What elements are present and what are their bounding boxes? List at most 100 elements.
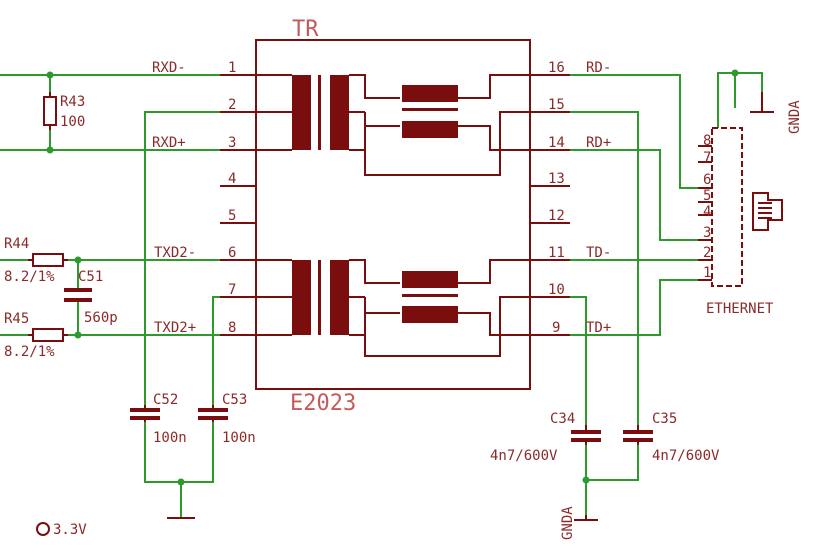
supply-3v3-label: 3.3V [53, 522, 87, 538]
junctions [46, 69, 739, 486]
lower-choke-top [402, 271, 458, 288]
supply-3v3: 3.3V [36, 522, 87, 538]
pin-number: 7 [228, 282, 236, 298]
transformer-outline [255, 39, 531, 390]
capacitor-c34: C34 4n7/600V [490, 411, 601, 464]
wires [0, 72, 763, 518]
junction-dot [46, 146, 54, 154]
resistor-r44: R44 8.2/1% [4, 236, 68, 285]
pin-number: 4 [228, 171, 236, 187]
pin-number: 3 [228, 135, 236, 151]
capacitor-c51: C51 560p [64, 269, 118, 326]
pin-number: 11 [548, 245, 565, 261]
wire-c34-gnd [585, 445, 639, 481]
lower-choke-bottom [402, 306, 458, 323]
net-label-rxd-minus: RXD- [152, 60, 186, 76]
junction-dot [177, 478, 185, 486]
r45-value: 8.2/1% [4, 344, 55, 360]
c34-name: C34 [550, 411, 575, 427]
c52-name: C52 [153, 392, 178, 408]
pin-number: 1 [228, 60, 236, 76]
r43-name: R43 [60, 94, 85, 110]
c51-value: 560p [84, 310, 118, 326]
c35-name: C35 [652, 411, 677, 427]
c51-plate-top [64, 288, 92, 292]
net-label-rd-minus: RD- [586, 60, 611, 76]
wire-shield-1 [717, 72, 763, 128]
connector-pin-label: 6 [703, 172, 711, 188]
connector-pin-label: 7 [703, 150, 711, 166]
c53-plate-top [198, 408, 228, 412]
c35-plate-top [623, 430, 653, 434]
pin-number: 15 [548, 97, 565, 113]
lower-choke-core [402, 294, 458, 297]
r44-body [32, 253, 64, 267]
upper-winding-primary [292, 75, 311, 150]
connector-pin-label: 4 [703, 204, 711, 220]
wire-pin7-c53 [212, 296, 240, 405]
junction-dot [582, 476, 590, 484]
pin-number: 5 [228, 208, 236, 224]
left-pin-labels: 1 2 3 4 5 6 7 8 RXD- RXD+ TXD2- TXD2+ [152, 60, 236, 336]
wire-pin10 [570, 296, 587, 425]
wire-td-plus [570, 279, 698, 336]
c53-name: C53 [222, 392, 247, 408]
junction-dot [74, 256, 82, 264]
capacitor-c35: C35 4n7/600V [623, 411, 720, 464]
pin-number: 16 [548, 60, 565, 76]
resistor-r43: R43 100 [43, 92, 85, 130]
c51-name: C51 [78, 269, 103, 285]
connector-name: ETHERNET [706, 301, 774, 317]
c52-plate-top [130, 408, 160, 412]
c35-plate-bottom [623, 438, 653, 442]
gnda-bottom-label: GNDA [560, 506, 576, 540]
r44-value: 8.2/1% [4, 269, 55, 285]
c53-plate-bottom [198, 416, 228, 420]
capacitor-c52: C52 100n [130, 392, 187, 446]
gnda-symbol-top: GNDA [750, 92, 803, 134]
lower-core [318, 260, 321, 335]
r44-name: R44 [4, 236, 29, 252]
wire-pin2-c52 [144, 111, 240, 405]
lower-winding-primary [292, 260, 311, 335]
pin-stubs-left [220, 74, 256, 336]
c51-plate-bottom [64, 298, 92, 302]
capacitor-c53: C53 100n [198, 392, 256, 446]
connector-outline [711, 127, 743, 287]
r43-value: 100 [60, 114, 85, 130]
r45-body [32, 328, 64, 342]
junction-dot [46, 71, 54, 79]
transformer-name: TR [292, 17, 319, 42]
connector-pin-label: 5 [703, 188, 711, 204]
c35-value: 4n7/600V [652, 448, 720, 464]
gnda-top-label: GNDA [787, 100, 803, 134]
net-label-rxd-plus: RXD+ [152, 135, 186, 151]
lower-winding-secondary [330, 260, 349, 335]
pin-number: 6 [228, 245, 236, 261]
upper-winding-secondary [330, 75, 349, 150]
upper-choke-top [402, 85, 458, 102]
pin-number: 9 [552, 320, 560, 336]
upper-choke-core [402, 108, 458, 111]
wire-rd-minus [570, 74, 698, 189]
pin-number: 14 [548, 135, 565, 151]
supply-3v3-circle [36, 522, 50, 536]
net-label-txd2-plus: TXD2+ [154, 320, 196, 336]
net-label-td-minus: TD- [586, 245, 611, 261]
transformer-value: E2023 [290, 391, 356, 416]
junction-dot [74, 331, 82, 339]
pin-number: 8 [228, 320, 236, 336]
connector-pin-label: 3 [703, 225, 711, 241]
rj45-jack-icon [752, 192, 783, 231]
c34-plate-top [571, 430, 601, 434]
pin-number: 10 [548, 282, 565, 298]
junction-dot [731, 69, 739, 77]
pin-number: 2 [228, 97, 236, 113]
connector-pin-label: 8 [703, 133, 711, 149]
c53-value: 100n [222, 430, 256, 446]
pin-number: 12 [548, 208, 565, 224]
gnda-symbol-bottom: GNDA [560, 506, 598, 540]
connector-pin-stubs [698, 145, 712, 281]
